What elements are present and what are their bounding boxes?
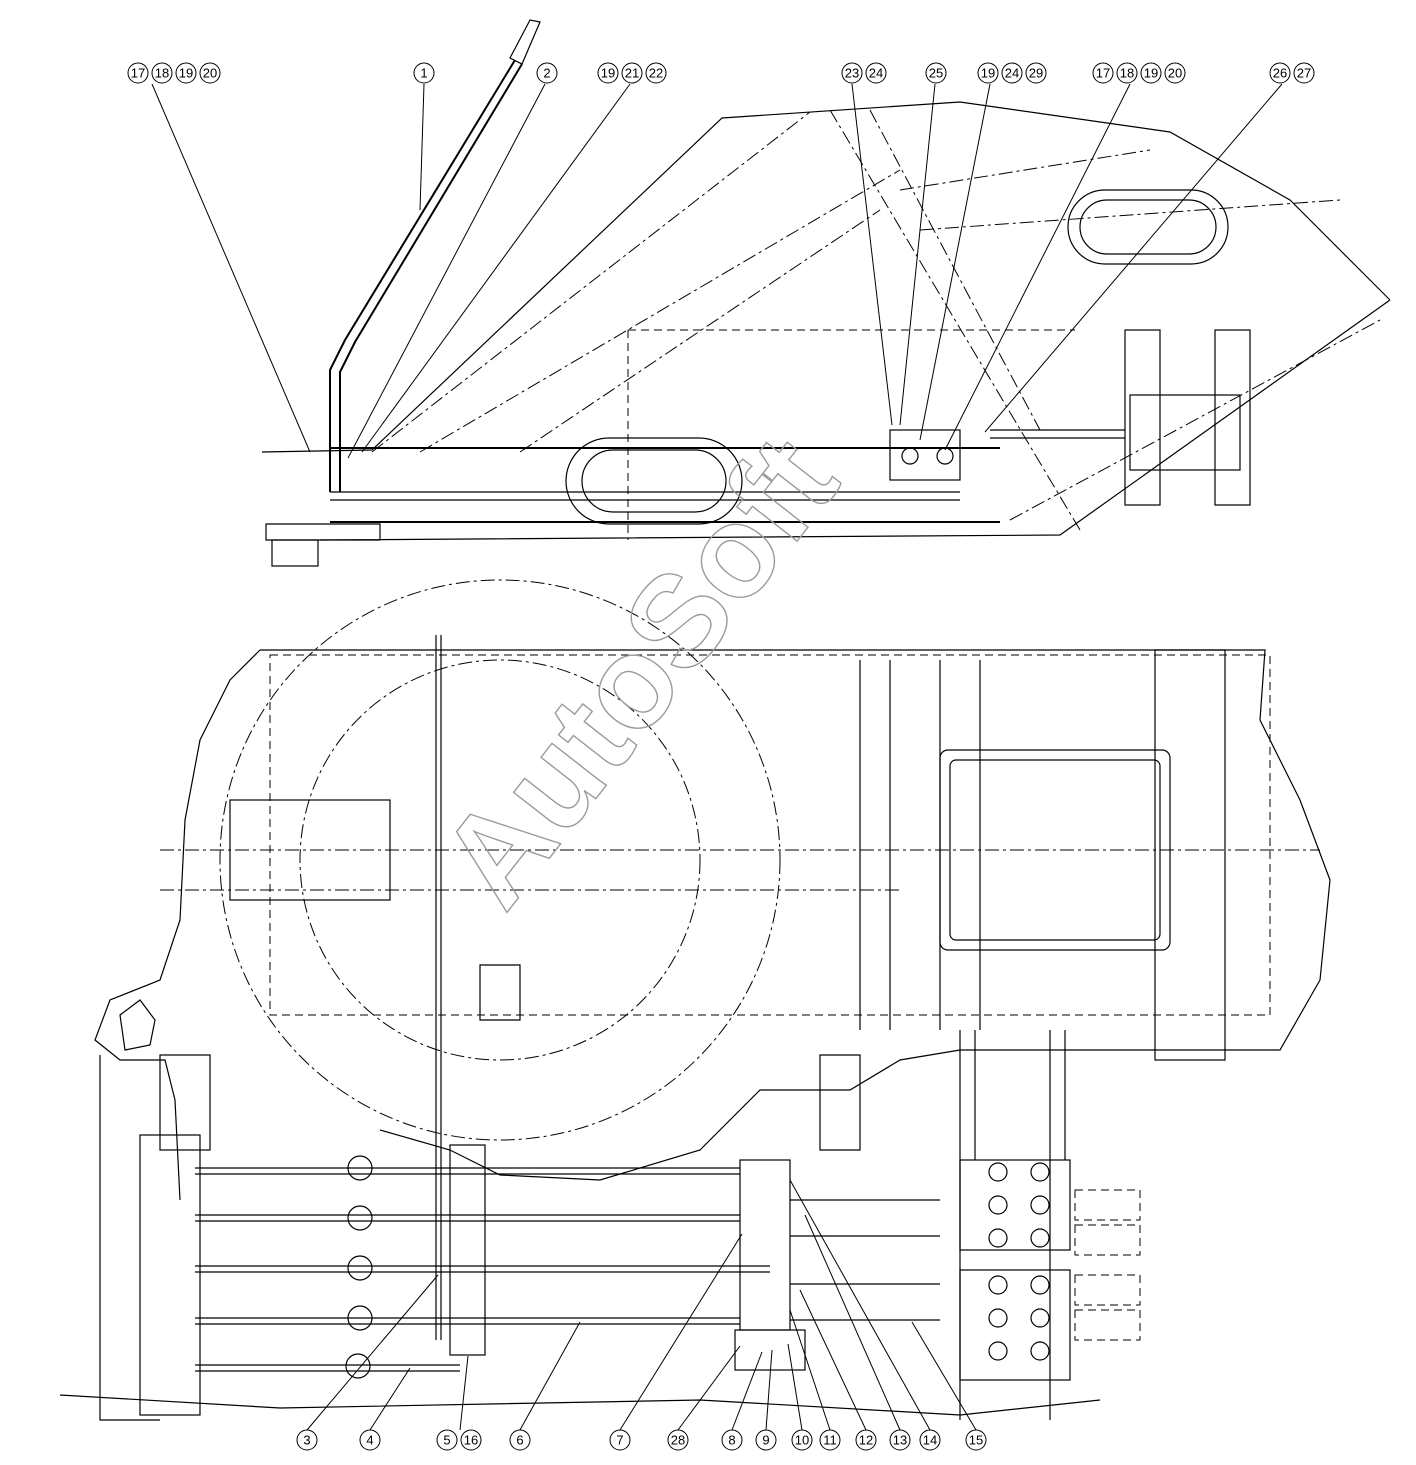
svg-text:4: 4 bbox=[366, 1433, 373, 1448]
callout-19: 19 bbox=[175, 62, 197, 84]
svg-text:25: 25 bbox=[929, 66, 943, 81]
svg-text:26: 26 bbox=[1273, 66, 1287, 81]
callout-21: 21 bbox=[621, 62, 643, 84]
callout-26: 26 bbox=[1269, 62, 1291, 84]
callout-2: 2 bbox=[536, 62, 558, 84]
svg-text:23: 23 bbox=[845, 66, 859, 81]
callout-12: 12 bbox=[855, 1429, 877, 1451]
callout-3: 3 bbox=[296, 1429, 318, 1451]
callout-28: 28 bbox=[667, 1429, 689, 1451]
upper-view bbox=[261, 19, 1391, 567]
callout-6: 6 bbox=[509, 1429, 531, 1451]
svg-text:17: 17 bbox=[131, 66, 145, 81]
svg-text:16: 16 bbox=[464, 1433, 478, 1448]
callout-19: 19 bbox=[1140, 62, 1162, 84]
svg-text:21: 21 bbox=[625, 66, 639, 81]
callout-19: 19 bbox=[597, 62, 619, 84]
svg-text:1: 1 bbox=[420, 66, 427, 81]
svg-text:14: 14 bbox=[923, 1433, 937, 1448]
callout-15: 15 bbox=[965, 1429, 987, 1451]
callout-24: 24 bbox=[1001, 62, 1023, 84]
svg-text:9: 9 bbox=[762, 1433, 769, 1448]
svg-text:19: 19 bbox=[601, 66, 615, 81]
svg-text:8: 8 bbox=[728, 1433, 735, 1448]
callout-23: 23 bbox=[841, 62, 863, 84]
leader-lines bbox=[151, 83, 1283, 1431]
svg-text:5: 5 bbox=[443, 1433, 450, 1448]
callout-14: 14 bbox=[919, 1429, 941, 1451]
svg-text:27: 27 bbox=[1297, 66, 1311, 81]
svg-text:19: 19 bbox=[981, 66, 995, 81]
svg-text:24: 24 bbox=[1005, 66, 1019, 81]
callout-7: 7 bbox=[609, 1429, 631, 1451]
callout-5: 5 bbox=[436, 1429, 458, 1451]
callouts-bottom: 3 4 5 16 6 7 28 8 9 10 11 12 13 14 15 bbox=[296, 1429, 987, 1451]
callout-29: 29 bbox=[1025, 62, 1047, 84]
watermark: AutoSoft bbox=[412, 410, 865, 932]
svg-text:29: 29 bbox=[1029, 66, 1043, 81]
svg-text:20: 20 bbox=[203, 66, 217, 81]
svg-text:6: 6 bbox=[516, 1433, 523, 1448]
svg-text:15: 15 bbox=[969, 1433, 983, 1448]
callout-17: 17 bbox=[127, 62, 149, 84]
callout-18: 18 bbox=[1116, 62, 1138, 84]
svg-text:28: 28 bbox=[671, 1433, 685, 1448]
callout-19: 19 bbox=[977, 62, 999, 84]
callout-17: 17 bbox=[1092, 62, 1114, 84]
callout-25: 25 bbox=[925, 62, 947, 84]
svg-text:18: 18 bbox=[155, 66, 169, 81]
callout-10: 10 bbox=[791, 1429, 813, 1451]
svg-text:18: 18 bbox=[1120, 66, 1134, 81]
svg-text:7: 7 bbox=[616, 1433, 623, 1448]
svg-text:17: 17 bbox=[1096, 66, 1110, 81]
svg-text:22: 22 bbox=[649, 66, 663, 81]
svg-text:11: 11 bbox=[823, 1433, 837, 1448]
callout-1: 1 bbox=[413, 62, 435, 84]
callout-20: 20 bbox=[199, 62, 221, 84]
svg-text:13: 13 bbox=[893, 1433, 907, 1448]
callout-18: 18 bbox=[151, 62, 173, 84]
callout-11: 11 bbox=[819, 1429, 841, 1451]
callout-20: 20 bbox=[1164, 62, 1186, 84]
svg-text:2: 2 bbox=[543, 66, 550, 81]
callout-9: 9 bbox=[755, 1429, 777, 1451]
callout-24: 24 bbox=[865, 62, 887, 84]
callout-4: 4 bbox=[359, 1429, 381, 1451]
svg-text:19: 19 bbox=[1144, 66, 1158, 81]
svg-text:3: 3 bbox=[303, 1433, 310, 1448]
callouts-top: 17 18 19 20 1 2 19 21 22 23 24 25 19 24 … bbox=[127, 62, 1315, 84]
svg-text:24: 24 bbox=[869, 66, 883, 81]
svg-text:10: 10 bbox=[795, 1433, 809, 1448]
callout-16: 16 bbox=[460, 1429, 482, 1451]
svg-text:20: 20 bbox=[1168, 66, 1182, 81]
svg-text:12: 12 bbox=[859, 1433, 873, 1448]
callout-8: 8 bbox=[721, 1429, 743, 1451]
callout-22: 22 bbox=[645, 62, 667, 84]
svg-text:19: 19 bbox=[179, 66, 193, 81]
callout-13: 13 bbox=[889, 1429, 911, 1451]
callout-27: 27 bbox=[1293, 62, 1315, 84]
